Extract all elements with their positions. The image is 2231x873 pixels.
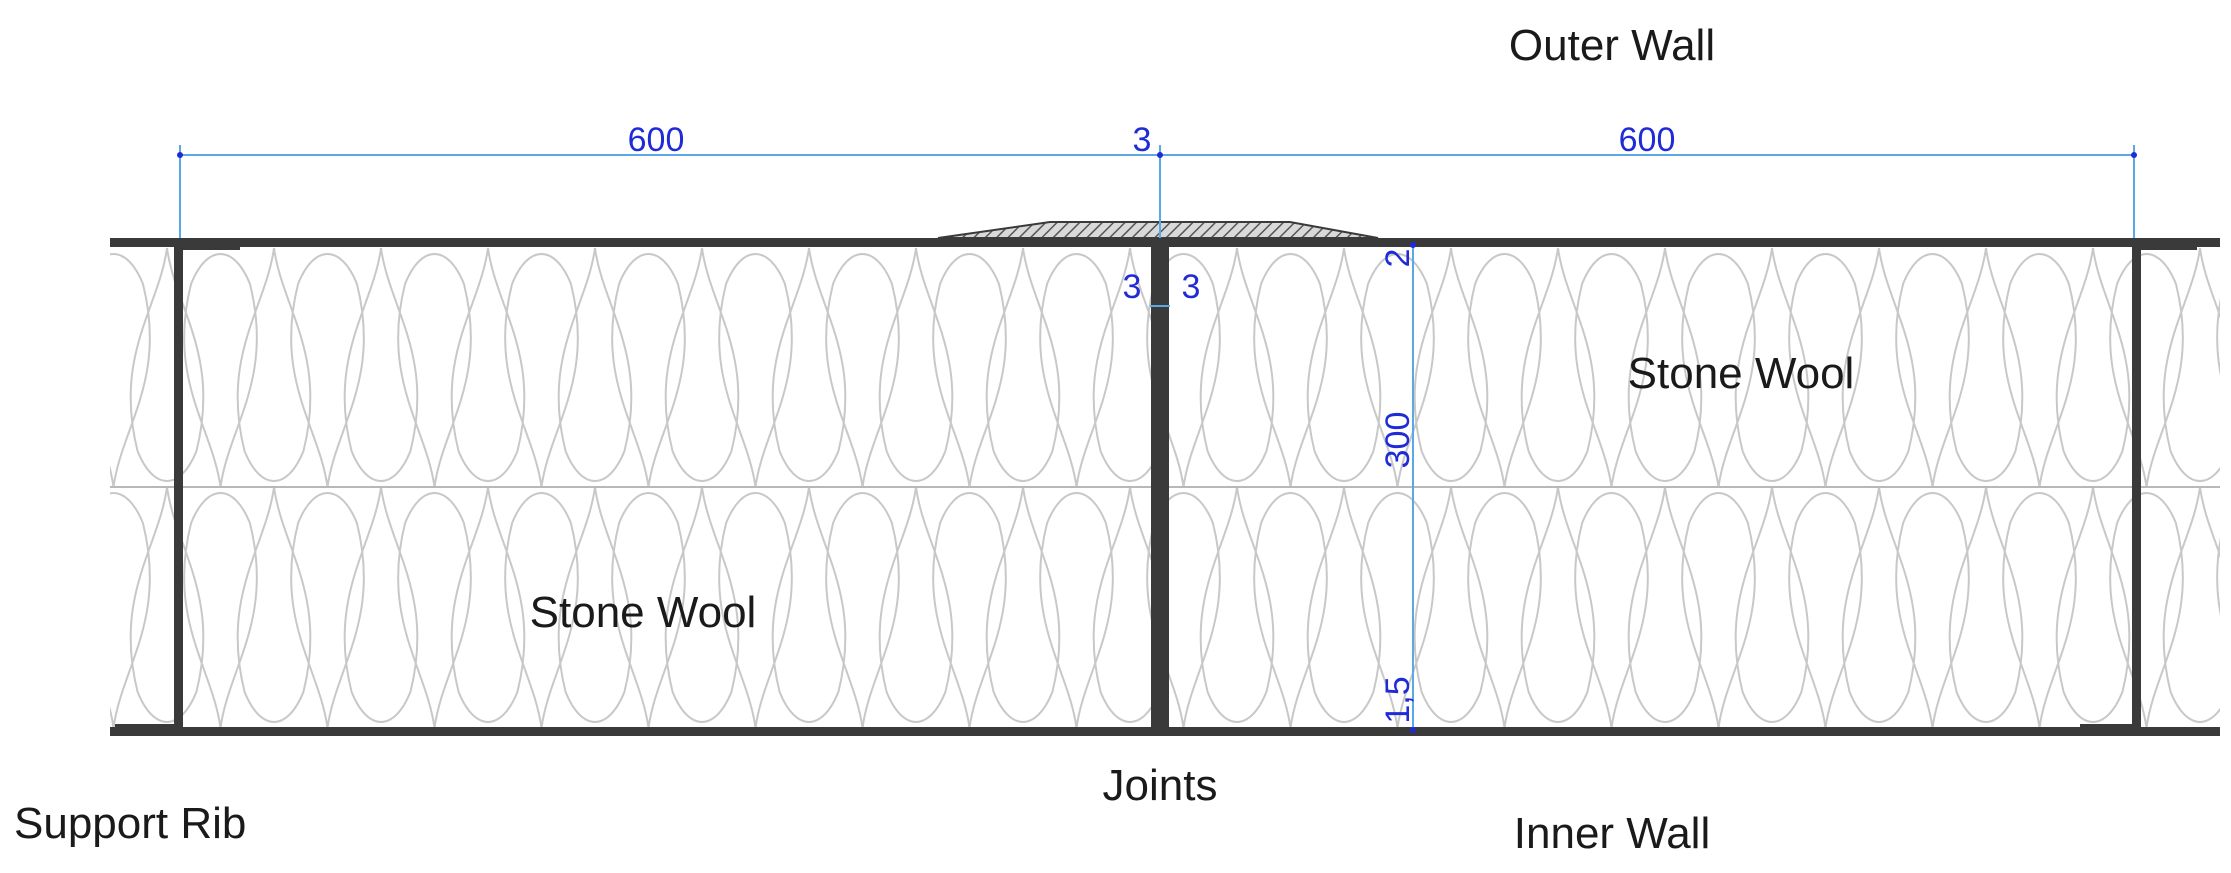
rib-foot-right-top <box>2135 244 2197 250</box>
dim-plate-left: 3 <box>1123 268 1142 306</box>
dimension-tick <box>1410 242 1416 248</box>
insulation-batt-pattern <box>110 248 2220 488</box>
dim-plate-right: 3 <box>1182 268 1201 306</box>
rib-foot-left-top <box>178 244 240 250</box>
wall-structure <box>110 238 2220 736</box>
dimension-ticks <box>177 152 2137 733</box>
outer-wall-skin <box>110 238 2220 247</box>
insulation-batt-upper <box>110 248 2220 488</box>
support-rib-right <box>2132 245 2141 730</box>
dim-insulation-depth: 300 <box>1379 412 1417 469</box>
rib-foot-right-bottom <box>2080 724 2138 730</box>
joints-label: Joints <box>1103 761 1218 810</box>
inner-wall-label: Inner Wall <box>1514 809 1710 858</box>
joint-rib <box>1151 245 1169 730</box>
dimension-tick <box>2131 152 2137 158</box>
dim-outer-skin: 2 <box>1379 249 1417 268</box>
outer-wall-label: Outer Wall <box>1509 21 1715 70</box>
dim-right-span: 600 <box>1619 121 1676 159</box>
dimension-tick <box>177 152 183 158</box>
support-rib-left <box>174 245 183 730</box>
dim-inner-skin: 1,5 <box>1379 676 1417 723</box>
insulation-batt-pattern <box>110 486 2220 729</box>
dimension-tick <box>1157 152 1163 158</box>
joint-foot-bottom <box>1140 728 1180 736</box>
dim-left-span: 600 <box>628 121 685 159</box>
rib-foot-left-bottom <box>115 724 177 730</box>
dimension-tick <box>1410 727 1416 733</box>
stone-wool-label-left: Stone Wool <box>530 588 757 637</box>
stone-wool-insulation <box>110 248 2220 729</box>
joint-cover-plate <box>937 221 1379 239</box>
support-rib-label: Support Rib <box>14 799 246 848</box>
dim-joint-gap: 3 <box>1133 121 1152 159</box>
insulation-batt-lower <box>110 486 2220 729</box>
stone-wool-label-right: Stone Wool <box>1628 349 1855 398</box>
